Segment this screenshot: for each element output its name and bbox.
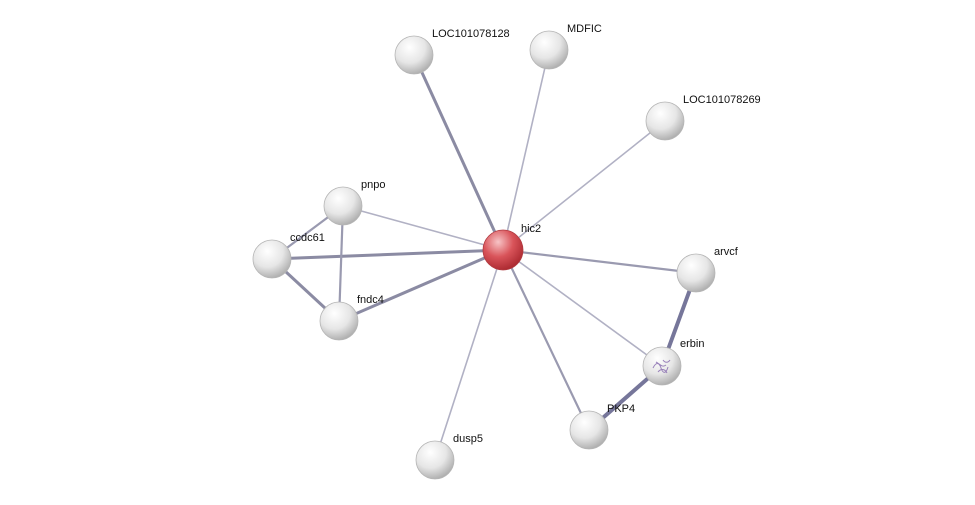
node-label-hic2: hic2 — [521, 223, 541, 235]
edge-hic2-erbin[interactable] — [502, 249, 663, 367]
node-LOC101078269[interactable]: LOC101078269 — [645, 94, 761, 141]
node-MDFIC[interactable]: MDFIC — [529, 23, 602, 70]
edge-hic2-LOC101078128[interactable] — [412, 53, 505, 252]
node-bubble-LOC101078269[interactable] — [645, 101, 685, 141]
node-label-dusp5: dusp5 — [453, 433, 483, 445]
node-bubble-hic2[interactable] — [482, 229, 524, 271]
node-bubble-MDFIC[interactable] — [529, 30, 569, 70]
node-erbin[interactable]: erbin — [642, 338, 704, 386]
node-fndc4[interactable]: fndc4 — [319, 294, 384, 341]
node-label-MDFIC: MDFIC — [567, 23, 602, 35]
node-label-PKP4: PKP4 — [607, 403, 635, 415]
node-ccdc61[interactable]: ccdc61 — [252, 232, 325, 279]
edge-hic2-dusp5[interactable] — [434, 249, 504, 461]
node-bubble-ccdc61[interactable] — [252, 239, 292, 279]
edge-hic2-ccdc61[interactable] — [270, 248, 505, 261]
edge-hic2-MDFIC[interactable] — [502, 49, 550, 251]
node-bubble-PKP4[interactable] — [569, 410, 609, 450]
node-hic2[interactable]: hic2 — [482, 223, 541, 271]
protein-structure-icon — [652, 359, 671, 374]
node-layer: hic2 LOC101078128 MDFIC LOC101078269 pnpo ccd… — [252, 23, 761, 480]
node-label-pnpo: pnpo — [361, 179, 385, 191]
node-bubble-pnpo[interactable] — [323, 186, 363, 226]
node-label-fndc4: fndc4 — [357, 294, 384, 306]
edge-hic2-LOC101078269[interactable] — [502, 120, 666, 251]
edge-hic2-PKP4[interactable] — [501, 248, 591, 432]
node-bubble-fndc4[interactable] — [319, 301, 359, 341]
node-PKP4[interactable]: PKP4 — [569, 403, 635, 450]
edge-hic2-fndc4[interactable] — [337, 248, 505, 323]
node-dusp5[interactable]: dusp5 — [415, 433, 483, 480]
node-bubble-arvcf[interactable] — [676, 253, 716, 293]
node-label-LOC101078269: LOC101078269 — [683, 94, 761, 106]
edge-hic2-pnpo[interactable] — [342, 205, 504, 251]
node-pnpo[interactable]: pnpo — [323, 179, 385, 226]
node-label-erbin: erbin — [680, 338, 704, 350]
node-label-arvcf: arvcf — [714, 246, 739, 258]
node-LOC101078128[interactable]: LOC101078128 — [394, 28, 510, 75]
node-bubble-LOC101078128[interactable] — [394, 35, 434, 75]
node-label-ccdc61: ccdc61 — [290, 232, 325, 244]
node-label-LOC101078128: LOC101078128 — [432, 28, 510, 40]
node-bubble-dusp5[interactable] — [415, 440, 455, 480]
node-arvcf[interactable]: arvcf — [676, 246, 739, 293]
edge-hic2-arvcf[interactable] — [501, 248, 698, 275]
